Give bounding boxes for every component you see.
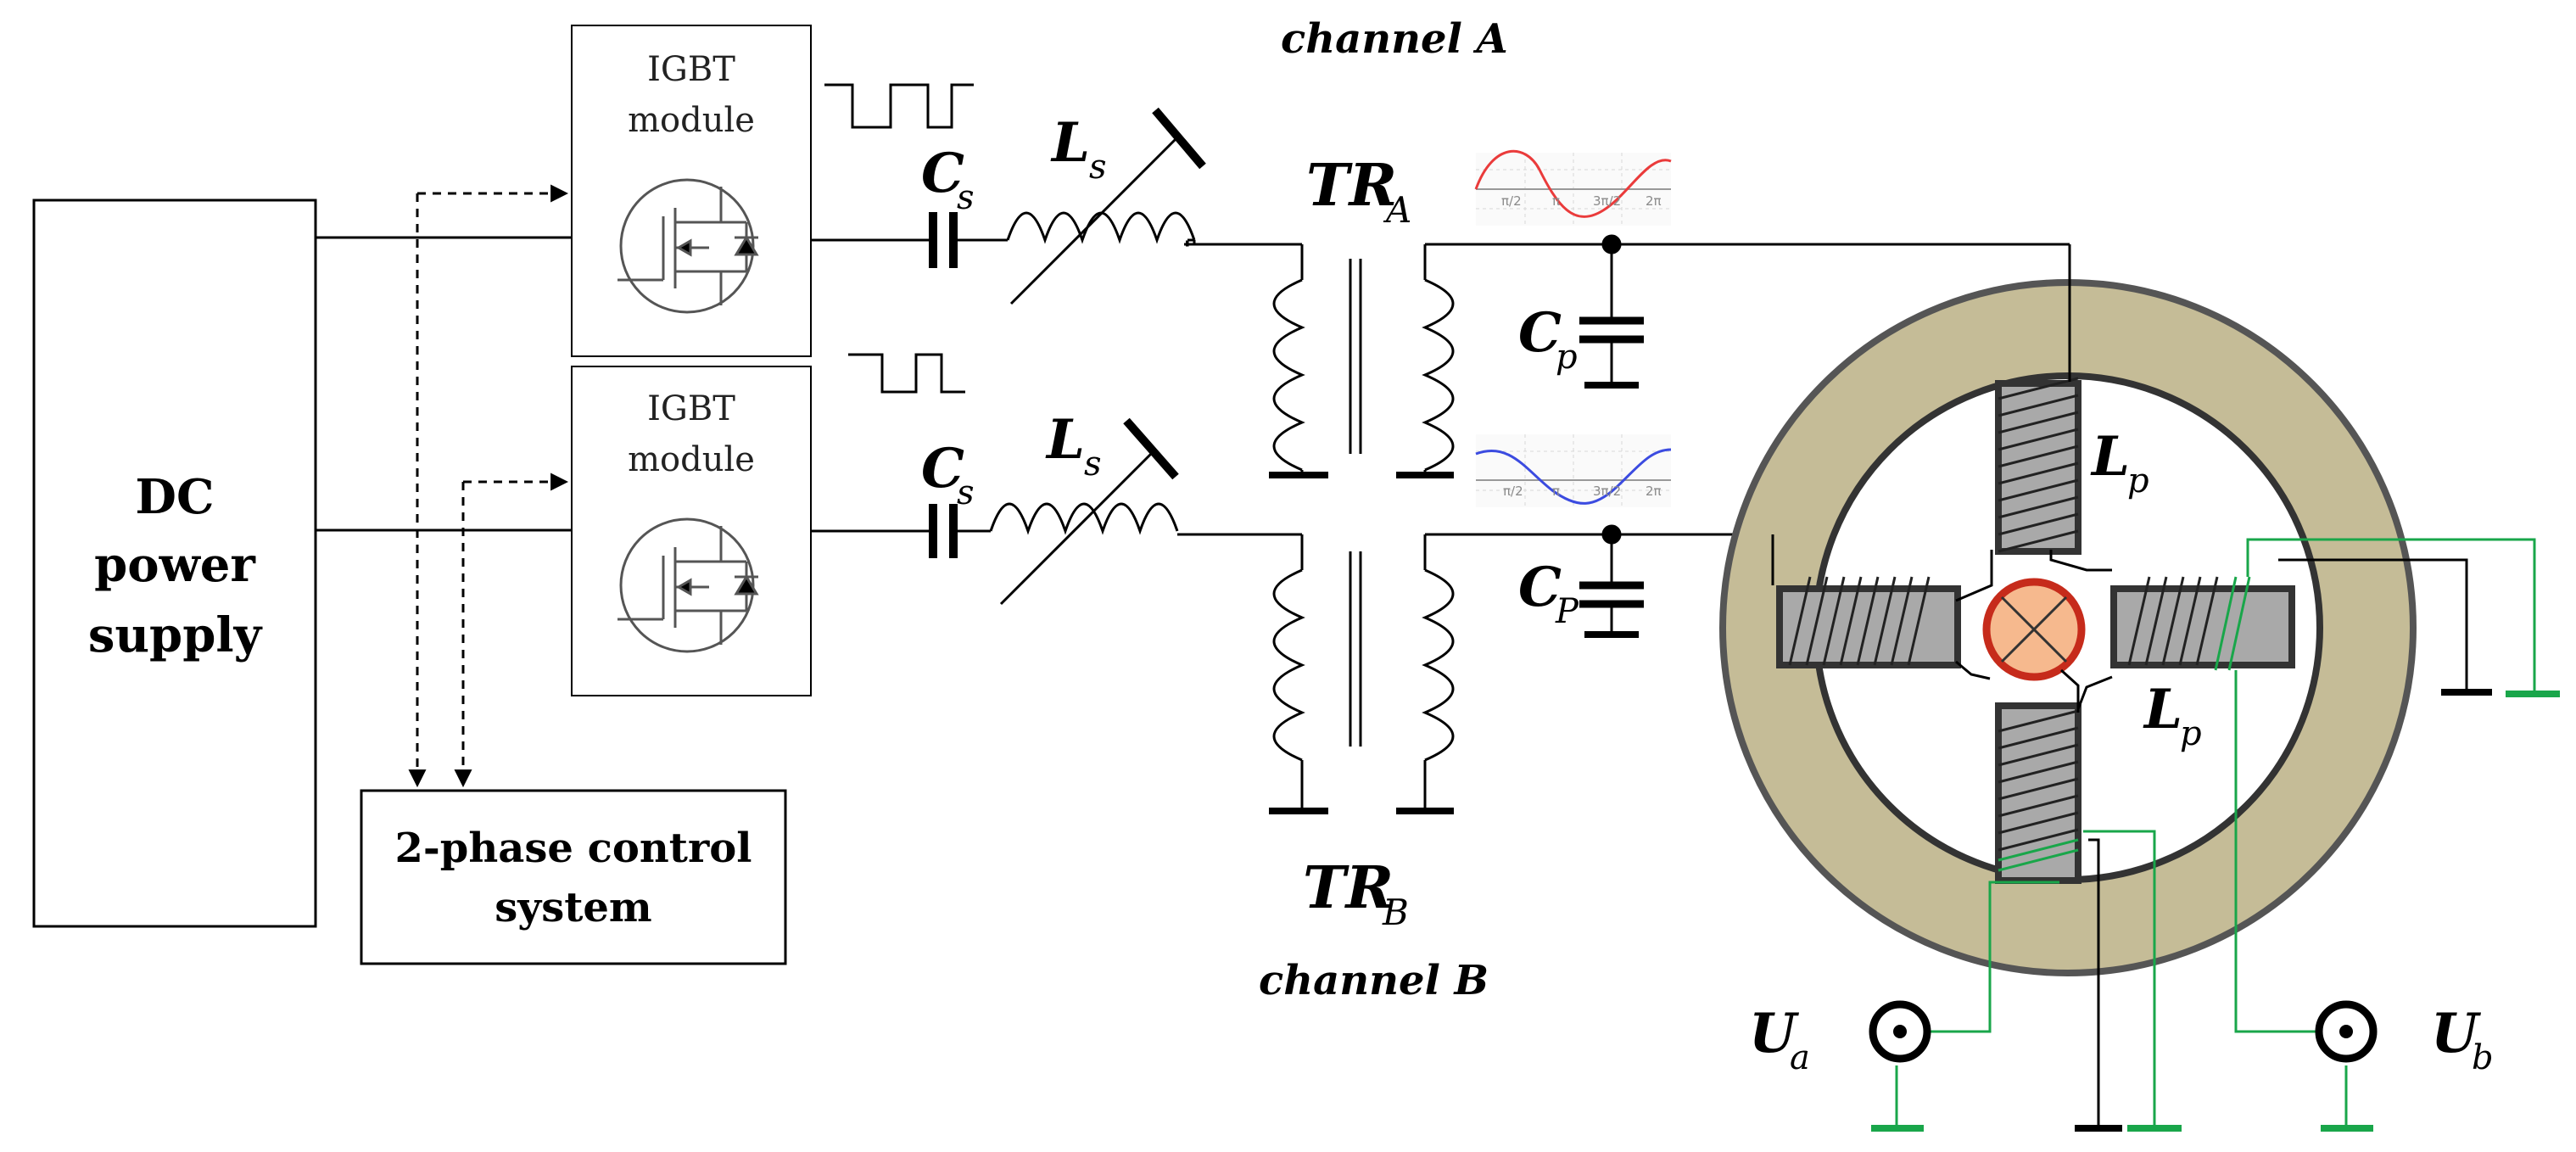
svg-text:C: C bbox=[921, 142, 964, 205]
label-cs-a: C s bbox=[921, 142, 975, 217]
transformer-b bbox=[1269, 534, 1455, 814]
sine-a-tick-3: 3π/2 bbox=[1593, 193, 1621, 209]
control-signal-wires bbox=[408, 184, 569, 788]
svg-text:P: P bbox=[1555, 592, 1579, 631]
svg-text:C: C bbox=[1518, 301, 1562, 365]
label-cp-a: C p bbox=[1518, 301, 1578, 377]
pole-bottom bbox=[1995, 702, 2081, 884]
dc-label-line1: DC bbox=[135, 469, 214, 525]
sensor-icon bbox=[1982, 578, 2086, 681]
sine-b-tick-2: π bbox=[1552, 484, 1560, 499]
winding-right bbox=[2127, 576, 2219, 666]
winding-left bbox=[1788, 576, 1931, 666]
svg-text:C: C bbox=[921, 437, 964, 501]
transformer-a bbox=[1269, 244, 1455, 478]
label-cp-b: C P bbox=[1518, 556, 1579, 631]
svg-text:U: U bbox=[1749, 1002, 1800, 1065]
channel-b-label: channel B bbox=[1259, 957, 1489, 1004]
svg-text:L: L bbox=[1050, 111, 1090, 175]
svg-text:p: p bbox=[2180, 714, 2202, 753]
sine-a-tick-2: π bbox=[1552, 193, 1560, 209]
igbt-b-label-line2: module bbox=[628, 440, 755, 479]
connector-ub-icon bbox=[2315, 1000, 2378, 1063]
svg-text:L: L bbox=[2090, 425, 2130, 489]
svg-text:a: a bbox=[1790, 1038, 1810, 1077]
igbt-a-label-line1: IGBT bbox=[647, 50, 735, 89]
sine-b-tick-3: 3π/2 bbox=[1593, 484, 1621, 499]
svg-text:s: s bbox=[1084, 445, 1102, 484]
sine-wave-b-icon: π/2 π 3π/2 2π bbox=[1475, 434, 1672, 507]
svg-text:b: b bbox=[2472, 1038, 2494, 1077]
control-label-line2: system bbox=[495, 884, 651, 931]
svg-text:s: s bbox=[957, 178, 975, 217]
channel-a-label: channel A bbox=[1281, 15, 1508, 63]
svg-text:L: L bbox=[1045, 408, 1085, 472]
winding-bottom-green bbox=[1998, 838, 2079, 872]
pole-connection-wires bbox=[1771, 244, 2492, 1132]
label-cs-b: C s bbox=[921, 437, 975, 512]
sine-b-tick-4: 2π bbox=[1646, 484, 1662, 499]
label-ub: U b bbox=[2431, 1002, 2494, 1077]
label-trb: TR B bbox=[1303, 854, 1409, 933]
connector-ua-icon bbox=[1869, 1000, 1931, 1063]
svg-text:s: s bbox=[1089, 148, 1107, 187]
winding-top bbox=[1998, 377, 2079, 553]
svg-text:L: L bbox=[2143, 678, 2182, 741]
winding-right-green bbox=[2214, 576, 2251, 671]
winding-bottom bbox=[1998, 709, 2079, 852]
dc-label-line3: supply bbox=[88, 607, 263, 663]
sine-b-tick-1: π/2 bbox=[1503, 484, 1523, 499]
label-ls-a: L s bbox=[1050, 111, 1107, 187]
channel-a-series-path bbox=[811, 107, 1304, 305]
measurement-wires bbox=[1871, 538, 2560, 1132]
dc-power-supply: DC power supply bbox=[32, 199, 317, 928]
power-wires bbox=[316, 236, 572, 532]
svg-text:s: s bbox=[957, 473, 975, 512]
igbt-module-b: IGBT module bbox=[571, 366, 812, 696]
svg-text:TR: TR bbox=[1306, 152, 1397, 220]
svg-text:C: C bbox=[1518, 556, 1562, 619]
parallel-capacitor-b bbox=[1425, 524, 1773, 638]
svg-text:TR: TR bbox=[1303, 854, 1394, 922]
label-ls-b: L s bbox=[1045, 408, 1102, 484]
pole-left bbox=[1776, 585, 1961, 668]
svg-text:p: p bbox=[1556, 338, 1578, 377]
svg-text:U: U bbox=[2431, 1002, 2482, 1065]
igbt-b-label-line1: IGBT bbox=[647, 389, 735, 428]
channel-b-series-path bbox=[811, 417, 1304, 606]
label-lp-right: L p bbox=[2143, 678, 2202, 753]
control-system-box: 2-phase control system bbox=[360, 789, 787, 965]
svg-text:A: A bbox=[1383, 189, 1411, 231]
parallel-capacitor-a bbox=[1425, 234, 2070, 389]
square-wave-b-icon bbox=[848, 353, 965, 394]
control-label-line1: 2-phase control bbox=[394, 825, 752, 872]
label-lp-top: L p bbox=[2090, 425, 2149, 501]
dc-label-line2: power bbox=[94, 537, 256, 593]
igbt-b-transistor-icon bbox=[617, 517, 759, 653]
pole-right bbox=[2110, 585, 2295, 668]
sine-a-tick-1: π/2 bbox=[1501, 193, 1522, 209]
sine-a-tick-4: 2π bbox=[1646, 193, 1662, 209]
square-wave-a-icon bbox=[824, 83, 974, 129]
label-tra: TR A bbox=[1306, 152, 1411, 231]
svg-text:B: B bbox=[1382, 892, 1409, 933]
sine-wave-a-icon: π/2 π 3π/2 2π bbox=[1474, 149, 1672, 226]
igbt-module-a: IGBT module bbox=[571, 25, 812, 357]
label-ua: U a bbox=[1749, 1002, 1810, 1077]
igbt-a-label-line2: module bbox=[628, 101, 755, 140]
svg-text:p: p bbox=[2127, 461, 2149, 501]
igbt-a-transistor-icon bbox=[617, 178, 759, 314]
